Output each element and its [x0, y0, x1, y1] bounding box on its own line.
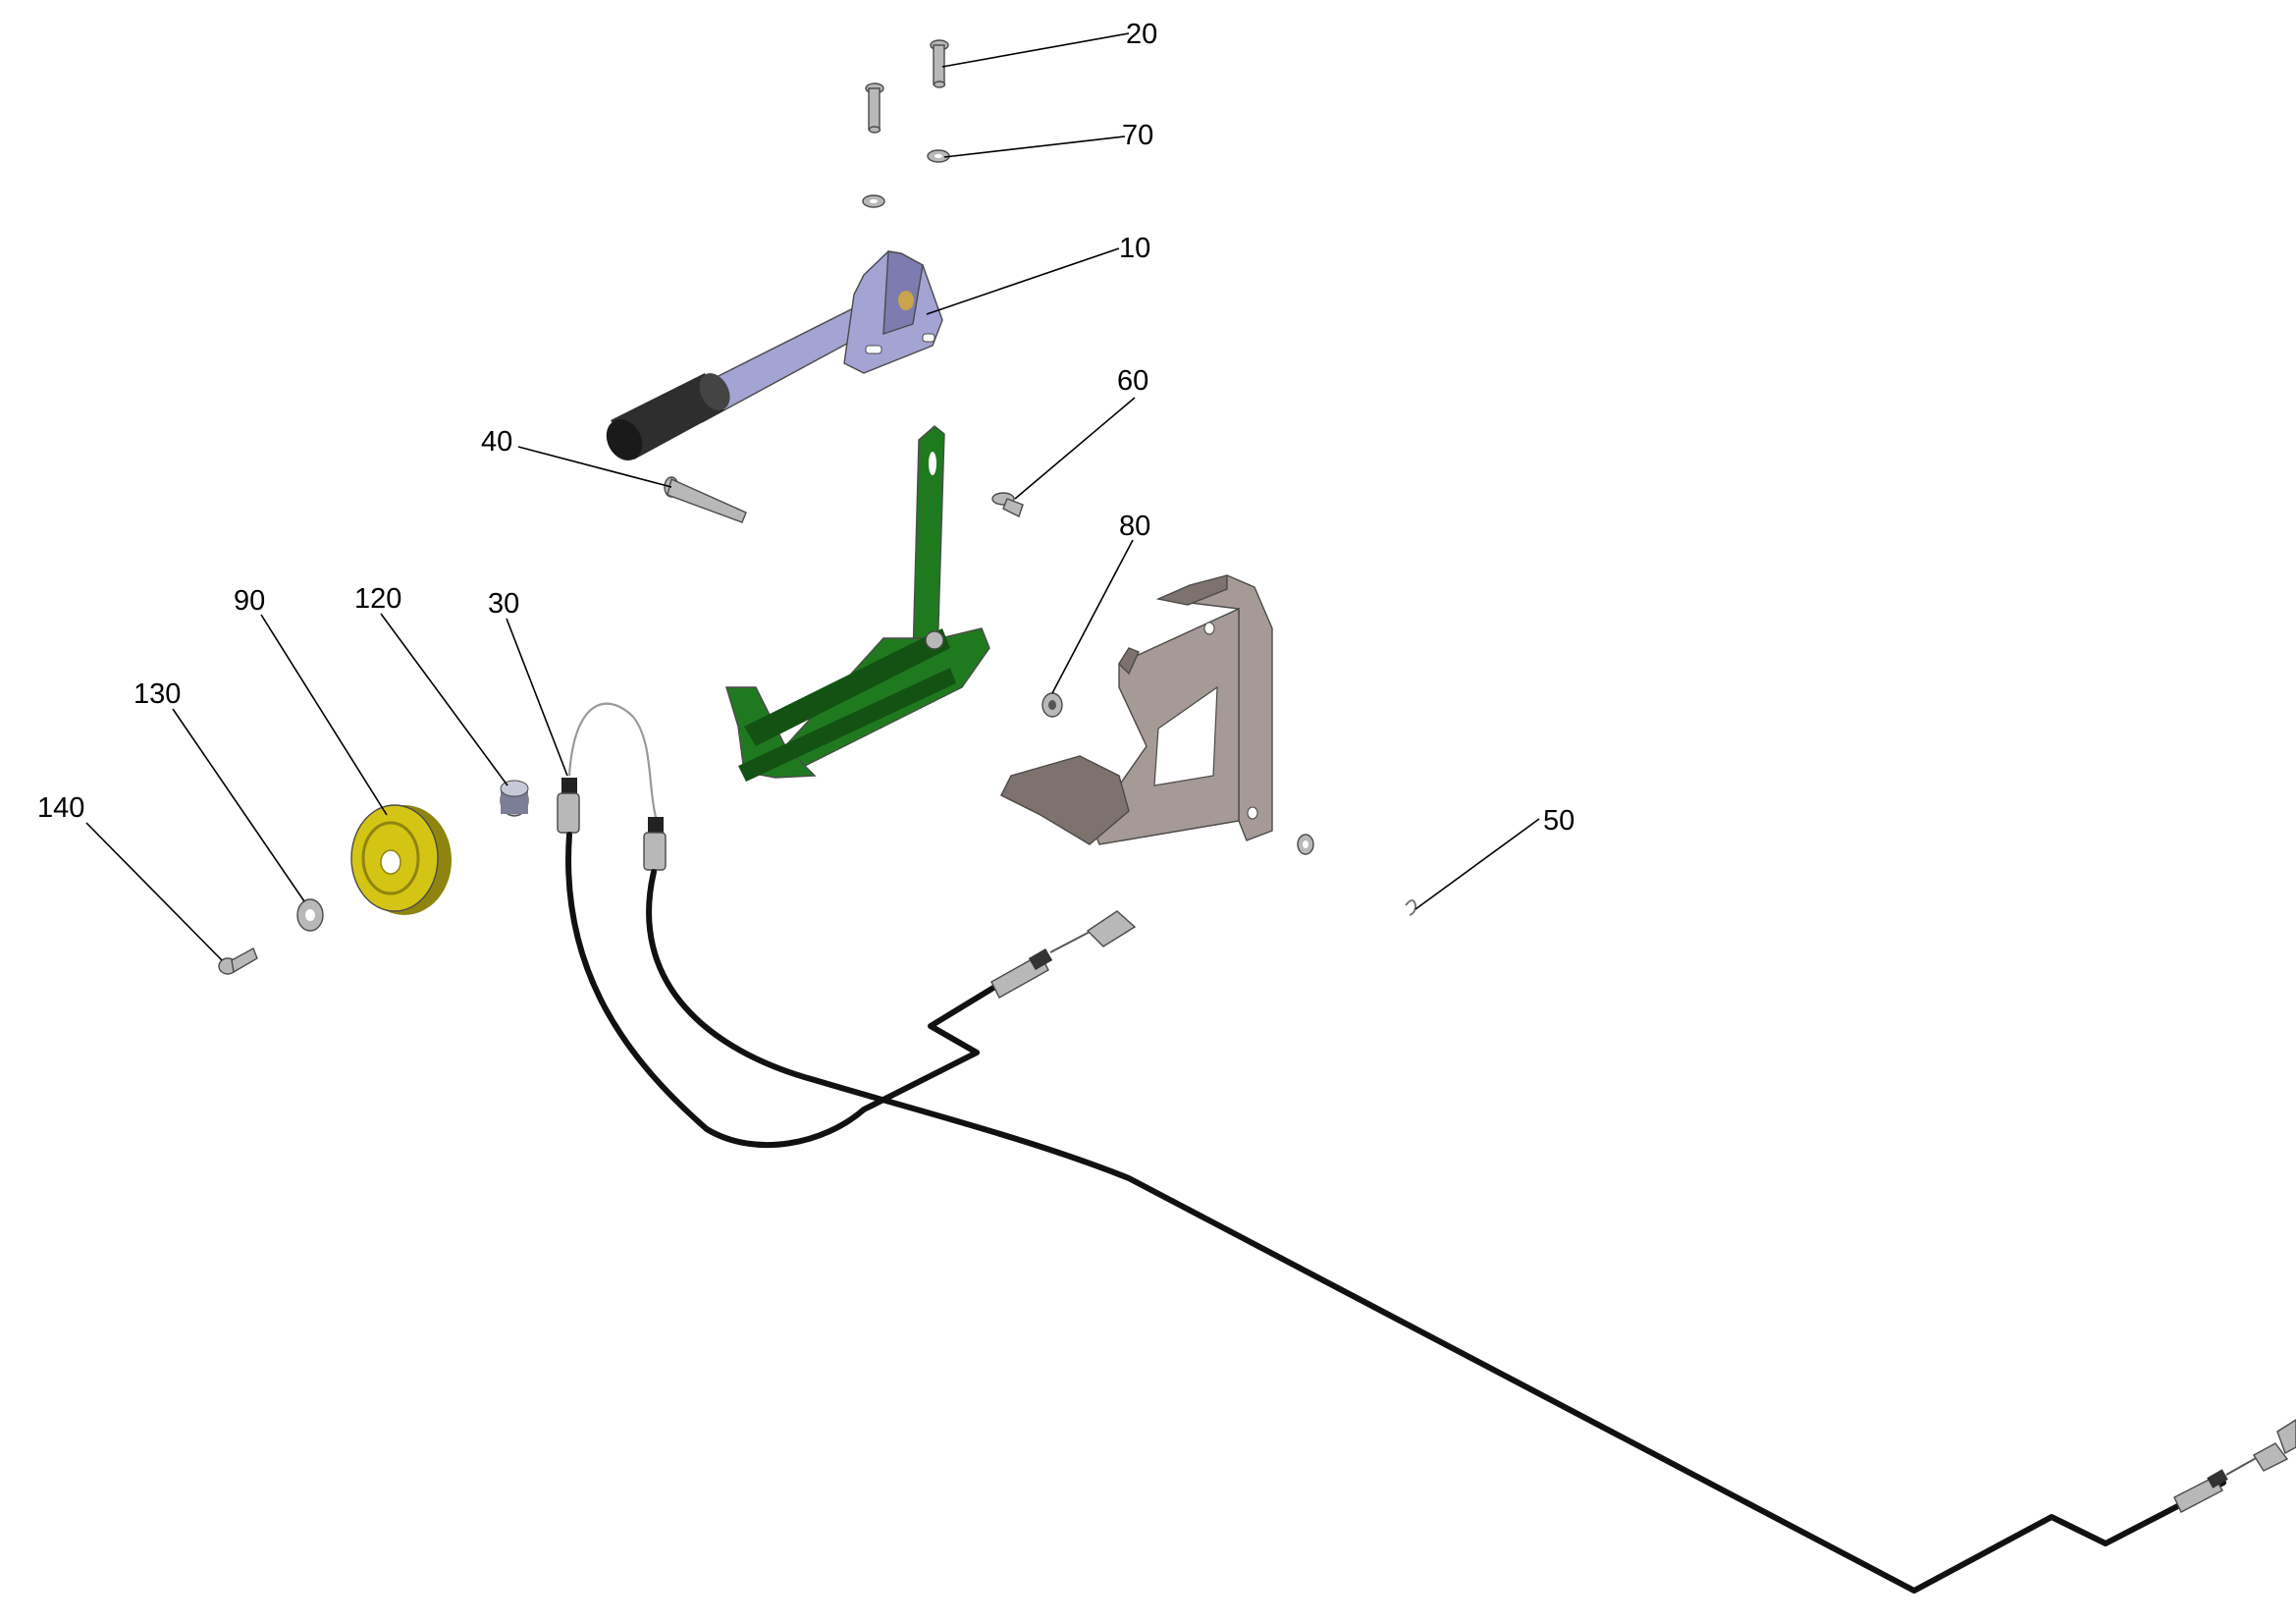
callout-90: 90	[234, 585, 265, 617]
cable-end-fitting-upper	[990, 910, 1137, 999]
leader-70	[943, 135, 1126, 158]
leader-90	[260, 614, 388, 816]
lever-grip-part	[606, 373, 730, 461]
callout-130: 130	[133, 678, 181, 710]
mounting-bracket-part	[1000, 574, 1273, 845]
cable-assembly-30-part	[557, 702, 2296, 1594]
callout-labels: 20 70 10 60 40 80 90 120 30 130 140 50	[37, 19, 1575, 837]
callout-70: 70	[1122, 120, 1153, 151]
callout-50: 50	[1543, 805, 1575, 837]
washer-part	[862, 194, 885, 208]
leader-50	[1415, 818, 1540, 910]
leader-120	[380, 613, 508, 786]
washer-70-part	[927, 149, 950, 163]
bolt-20-part	[930, 39, 949, 88]
bolt-60-part	[991, 492, 1024, 517]
callout-80: 80	[1119, 511, 1150, 542]
leader-30	[506, 618, 568, 777]
callout-60: 60	[1117, 365, 1148, 397]
cable-end-fitting-lower	[2173, 1419, 2296, 1513]
callout-140: 140	[37, 792, 84, 824]
clip-50-part	[1405, 899, 1417, 916]
leader-20	[941, 32, 1130, 68]
leader-140	[85, 822, 223, 961]
nut-80-part	[1041, 692, 1063, 718]
spacer-120-part	[500, 780, 529, 817]
leader-40	[517, 446, 672, 488]
callout-120: 120	[354, 583, 401, 615]
foot-pedal-part	[725, 425, 990, 782]
leader-80	[1051, 539, 1134, 694]
leader-60	[1014, 397, 1136, 500]
callout-40: 40	[481, 426, 512, 458]
leader-130	[172, 708, 305, 902]
leader-10	[926, 247, 1120, 315]
washer-130-part	[296, 898, 324, 932]
pulley-90-part	[350, 804, 452, 915]
leader-lines	[85, 32, 1540, 961]
pin-40-part	[664, 476, 747, 523]
callout-20: 20	[1126, 19, 1157, 50]
bolt-140-part	[218, 947, 258, 975]
callout-10: 10	[1119, 233, 1150, 264]
callout-30: 30	[488, 588, 519, 620]
bolt-part	[865, 82, 884, 134]
washer-bracket-part	[1297, 834, 1314, 855]
